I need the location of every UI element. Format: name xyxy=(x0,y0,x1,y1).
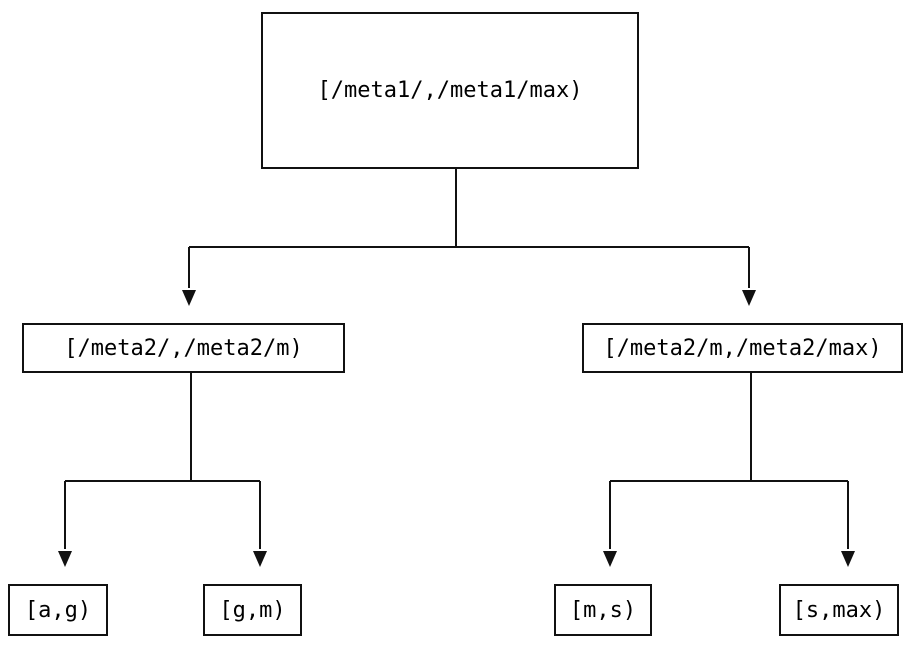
node-meta2-right-range: [/meta2/m,/meta2/max) xyxy=(582,323,903,373)
edge-root-to-level2 xyxy=(182,169,756,306)
node-leaf-m-s: [m,s) xyxy=(554,584,652,636)
node-leaf-s-max: [s,max) xyxy=(779,584,899,636)
arrowhead-down-icon xyxy=(742,290,756,306)
edge-meta2-left-to-leaves xyxy=(58,373,267,567)
node-meta2-left-range: [/meta2/,/meta2/m) xyxy=(22,323,345,373)
node-leaf-a-g: [a,g) xyxy=(8,584,108,636)
edge-meta2-right-to-leaves xyxy=(603,373,855,567)
arrowhead-down-icon xyxy=(253,551,267,567)
node-root-range: [/meta1/,/meta1/max) xyxy=(261,12,639,169)
edge-line xyxy=(609,373,849,549)
arrowhead-down-icon xyxy=(603,551,617,567)
arrowhead-down-icon xyxy=(58,551,72,567)
edge-line xyxy=(188,169,750,288)
arrowhead-down-icon xyxy=(841,551,855,567)
edge-line xyxy=(64,373,261,549)
arrowhead-down-icon xyxy=(182,290,196,306)
node-leaf-g-m: [g,m) xyxy=(203,584,302,636)
